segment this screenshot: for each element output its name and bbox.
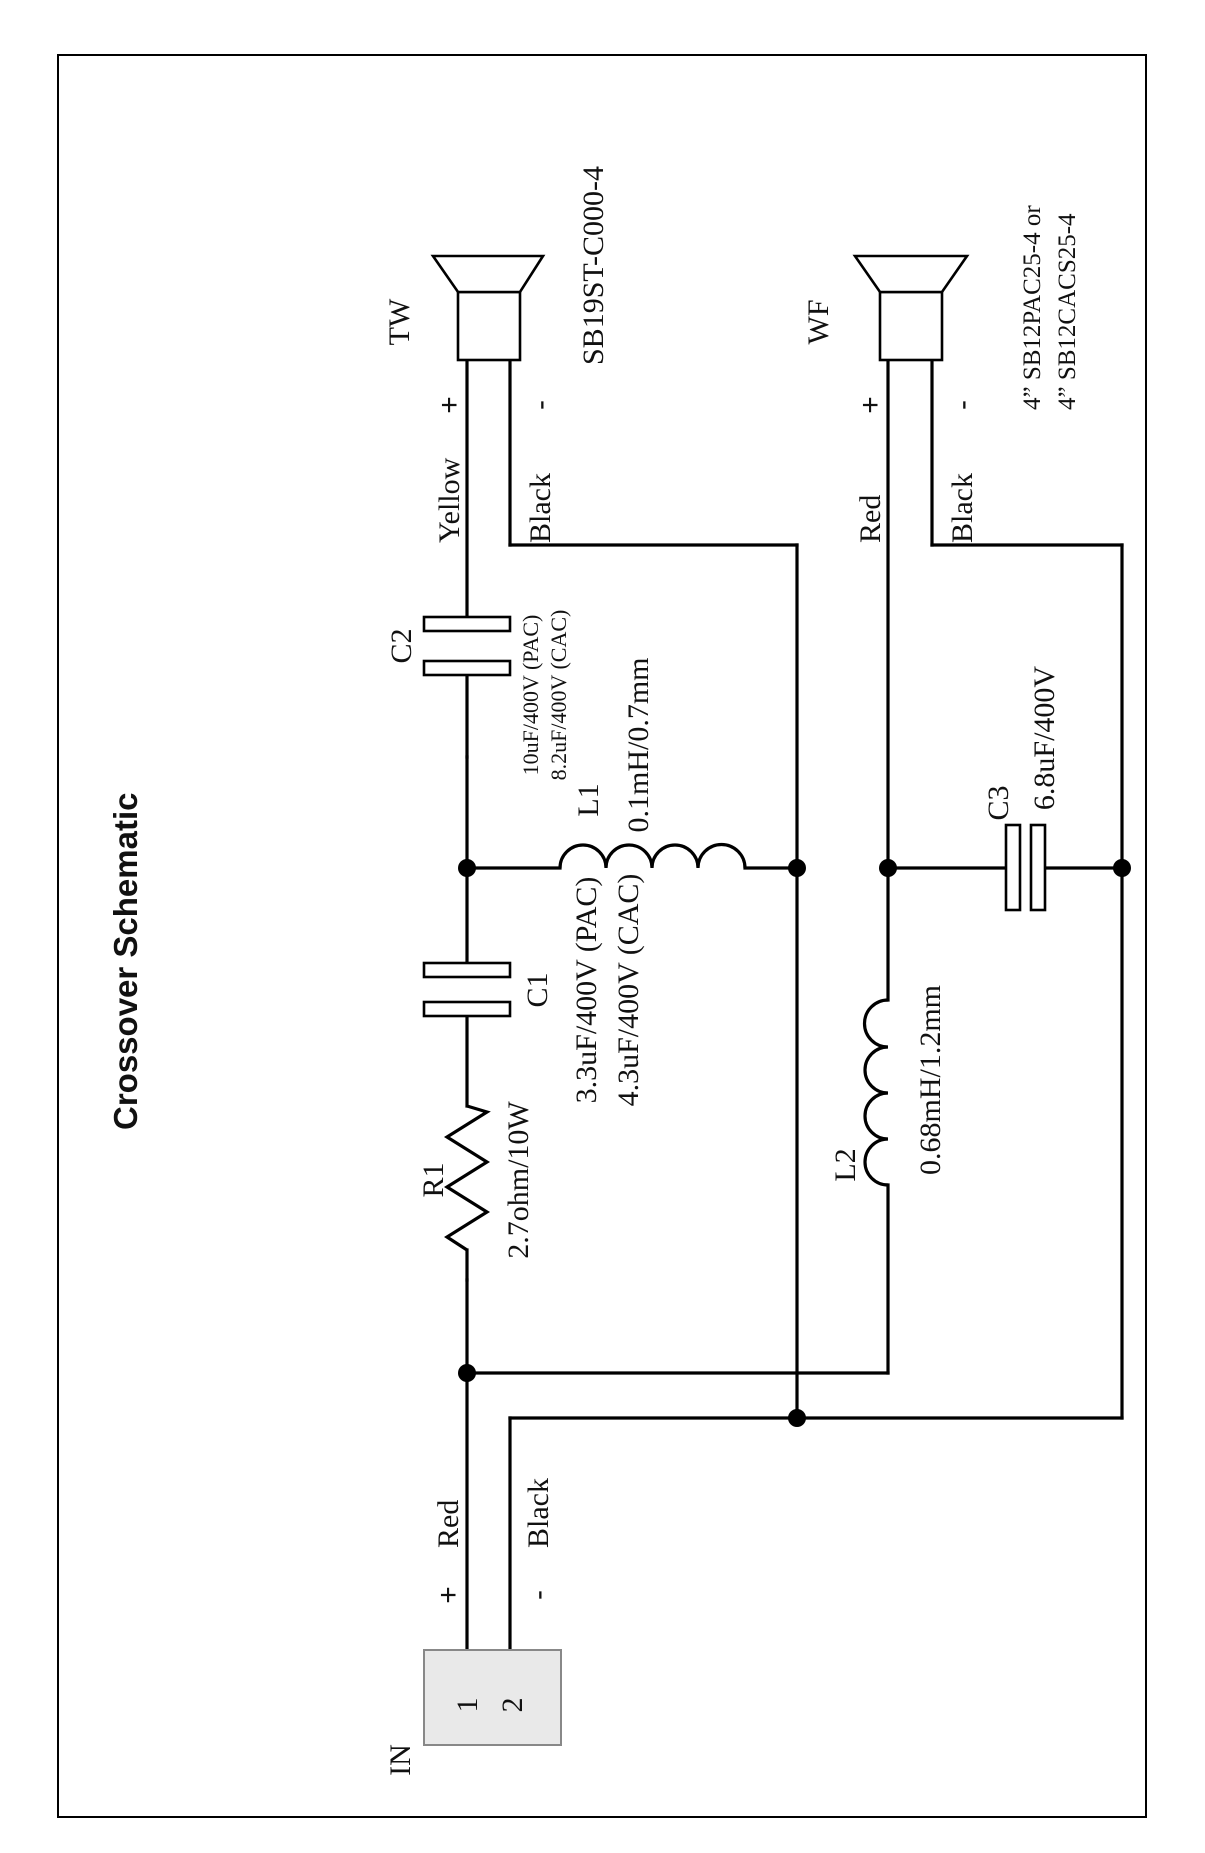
c2-value-line2: 8.2uF/400V (CAC) <box>546 610 571 781</box>
tweeter-minus-sign: - <box>524 400 557 410</box>
woofer-model-line1: 4” SB12PAC25-4 or <box>1019 205 1046 410</box>
c3-value: 6.8uF/400V <box>1028 666 1061 811</box>
l2-value: 0.68mH/1.2mm <box>914 985 947 1175</box>
r1-label: R1 <box>417 1162 450 1197</box>
input-plus-wire-label: Red <box>432 1500 465 1548</box>
capacitor-c3: C3 6.8uF/400V <box>982 666 1061 912</box>
c1-label: C1 <box>521 972 554 1007</box>
input-connector: 1 2 IN + Red - Black <box>384 1478 562 1776</box>
input-pin-2: 2 <box>496 1698 529 1713</box>
l2-label: L2 <box>829 1148 862 1181</box>
tweeter-minus-wire-label: Black <box>524 473 557 543</box>
c2-label: C2 <box>385 628 418 663</box>
woofer-minus-wire-label: Black <box>946 473 979 543</box>
c2-value-line1: 10uF/400V (PAC) <box>518 615 543 776</box>
input-label: IN <box>384 1744 417 1776</box>
resistor-r1: R1 2.7ohm/10W <box>417 1101 535 1259</box>
input-plus-sign: + <box>432 1586 465 1604</box>
tweeter-plus-sign: + <box>433 396 466 414</box>
l1-label: L1 <box>572 783 605 816</box>
inductor-l2: L2 0.68mH/1.2mm <box>829 985 947 1187</box>
woofer-speaker: WF 4” SB12PAC25-4 or 4” SB12CACS25-4 + R… <box>802 205 1081 543</box>
c1-value-line2: 4.3uF/400V (CAC) <box>612 874 645 1107</box>
input-minus-sign: - <box>522 1590 555 1600</box>
tweeter-label: TW <box>383 298 416 345</box>
r1-value: 2.7ohm/10W <box>502 1101 535 1259</box>
junction-dots <box>458 859 1131 1427</box>
woofer-plus-wire-label: Red <box>854 495 887 543</box>
schematic-title: Crossover Schematic <box>107 793 144 1131</box>
capacitor-c2: C2 10uF/400V (PAC) 8.2uF/400V (CAC) <box>385 610 571 781</box>
l1-value: 0.1mH/0.7mm <box>622 657 655 832</box>
woofer-minus-sign: - <box>946 400 979 410</box>
c1-value-line1: 3.3uF/400V (PAC) <box>570 877 603 1104</box>
woofer-label: WF <box>802 300 835 345</box>
tweeter-plus-wire-label: Yellow <box>433 457 466 543</box>
tweeter-speaker: TW SB19ST-C000-4 + Yellow - Black <box>383 166 610 543</box>
drawing-frame <box>57 54 1147 1818</box>
capacitor-c1: C1 3.3uF/400V (PAC) 4.3uF/400V (CAC) <box>422 874 645 1107</box>
input-pin-1: 1 <box>451 1698 484 1713</box>
wires <box>465 358 1124 1652</box>
tweeter-model: SB19ST-C000-4 <box>577 166 610 365</box>
woofer-plus-sign: + <box>854 396 887 414</box>
input-minus-wire-label: Black <box>522 1478 555 1548</box>
c3-label: C3 <box>982 785 1015 820</box>
inductor-l1: L1 0.1mH/0.7mm <box>558 657 747 869</box>
woofer-model-line2: 4” SB12CACS25-4 <box>1054 213 1081 410</box>
